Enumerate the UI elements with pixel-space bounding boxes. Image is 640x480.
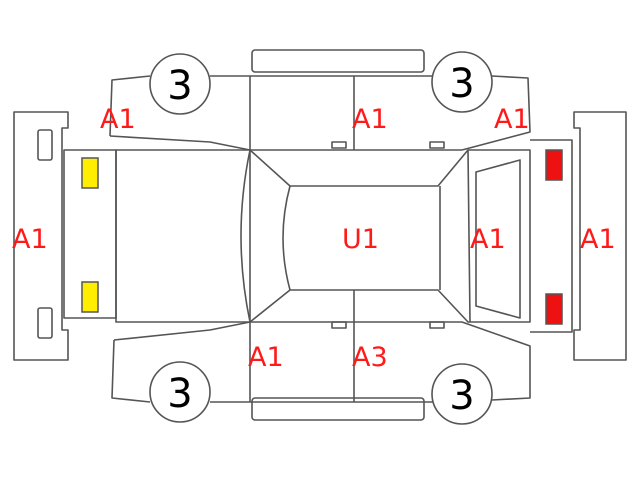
- front-left-lamp: [81, 157, 99, 189]
- right-side-profile: [111, 290, 531, 421]
- code-right-front-door: A1: [248, 342, 284, 373]
- code-left-front-door: A1: [352, 104, 388, 135]
- front-right-lamp: [81, 281, 99, 313]
- left-side-profile: [109, 49, 531, 151]
- code-roof: U1: [342, 224, 379, 255]
- front-right-wheel: 3: [149, 361, 211, 423]
- front-left-wheel: 3: [149, 53, 211, 115]
- code-front-left-fender: A1: [100, 104, 136, 135]
- tire-front-left-value: 3: [167, 63, 192, 109]
- rear-left-lamp: [545, 149, 563, 181]
- rear-right-wheel: 3: [431, 363, 493, 425]
- front-bumper: [13, 111, 69, 361]
- rear-bumper: [573, 111, 627, 361]
- rear-left-wheel: 3: [431, 51, 493, 113]
- tire-rear-right-value: 3: [449, 373, 474, 419]
- rear-right-lamp: [545, 293, 563, 325]
- tire-front-right-value: 3: [167, 371, 192, 417]
- code-left-rear-quarter: A1: [494, 104, 530, 135]
- code-rear-bumper: A1: [580, 224, 616, 255]
- code-front-bumper: A1: [12, 224, 48, 255]
- code-right-rear-door: A3: [352, 342, 388, 373]
- code-rear-glass: A1: [470, 224, 506, 255]
- tire-rear-left-value: 3: [449, 61, 474, 107]
